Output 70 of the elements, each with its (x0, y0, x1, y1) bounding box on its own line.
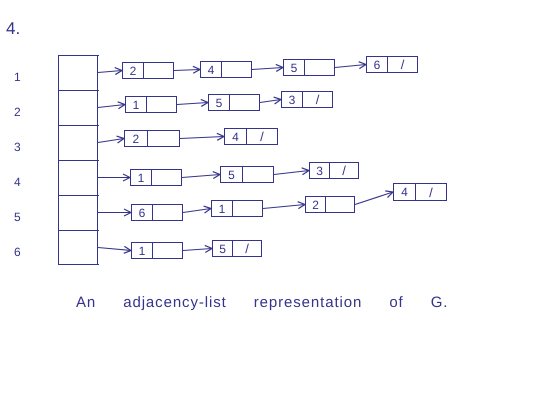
list-node (366, 56, 418, 73)
node-value: 1 (138, 244, 146, 256)
array-box (58, 55, 98, 265)
arrow (252, 64, 284, 72)
row-label: 5 (14, 210, 21, 222)
list-node (131, 242, 183, 259)
arrow (260, 96, 282, 105)
node-value: 1 (132, 98, 140, 110)
arrow (98, 208, 132, 217)
list-node (200, 61, 252, 78)
arrow (182, 170, 221, 180)
arrow (180, 132, 225, 141)
arrow (176, 98, 209, 108)
node-value: 4 (208, 64, 214, 76)
arrow (262, 201, 306, 210)
arrow (98, 136, 125, 144)
node-value: 2 (130, 64, 136, 76)
null-pointer-mark: / (260, 130, 264, 143)
row-label: 4 (14, 176, 21, 188)
list-node (281, 91, 333, 108)
list-node (208, 94, 260, 111)
node-value: 6 (374, 58, 380, 70)
arrow (98, 67, 123, 76)
node-value: 1 (218, 202, 226, 214)
node-value: 3 (288, 94, 296, 106)
arrow (98, 173, 131, 182)
node-value: 5 (219, 242, 226, 254)
list-node (211, 200, 263, 217)
node-value: 2 (312, 198, 319, 210)
node-value: 5 (290, 62, 298, 74)
null-pointer-mark: / (342, 164, 346, 177)
null-pointer-mark: / (245, 242, 249, 255)
node-value: 2 (132, 132, 140, 144)
arrow (98, 246, 132, 254)
null-pointer-mark: / (429, 186, 433, 198)
list-node (122, 62, 174, 79)
list-node (125, 96, 177, 113)
node-value: 5 (216, 96, 222, 108)
arrow (98, 101, 126, 110)
row-label: 2 (14, 106, 21, 118)
arrow (182, 244, 213, 254)
list-node (124, 130, 180, 147)
arrow (182, 205, 212, 214)
question-number: 4. (6, 20, 20, 37)
list-node (131, 204, 183, 221)
row-label: 1 (14, 70, 21, 82)
row-label: 6 (14, 246, 21, 258)
array-cell (59, 230, 99, 265)
arrow (354, 190, 394, 206)
row-label: 3 (14, 140, 21, 152)
node-value: 6 (138, 206, 146, 218)
node-value: 4 (401, 186, 408, 198)
list-node (220, 166, 274, 183)
list-node (224, 128, 278, 145)
node-value: 4 (232, 130, 239, 142)
null-pointer-mark: / (316, 93, 320, 106)
list-node (283, 59, 335, 76)
arrow (174, 66, 201, 74)
arrow (274, 167, 310, 176)
node-value: 5 (228, 168, 235, 180)
list-node (393, 183, 447, 201)
arrow (334, 61, 367, 70)
list-node (212, 240, 262, 257)
caption: An adjacency-list representation of G. (76, 293, 448, 313)
node-value: 3 (316, 164, 323, 176)
node-value: 1 (138, 172, 144, 184)
null-pointer-mark: / (400, 58, 404, 71)
list-node (130, 169, 182, 186)
list-node (309, 162, 359, 179)
list-node (305, 196, 355, 213)
